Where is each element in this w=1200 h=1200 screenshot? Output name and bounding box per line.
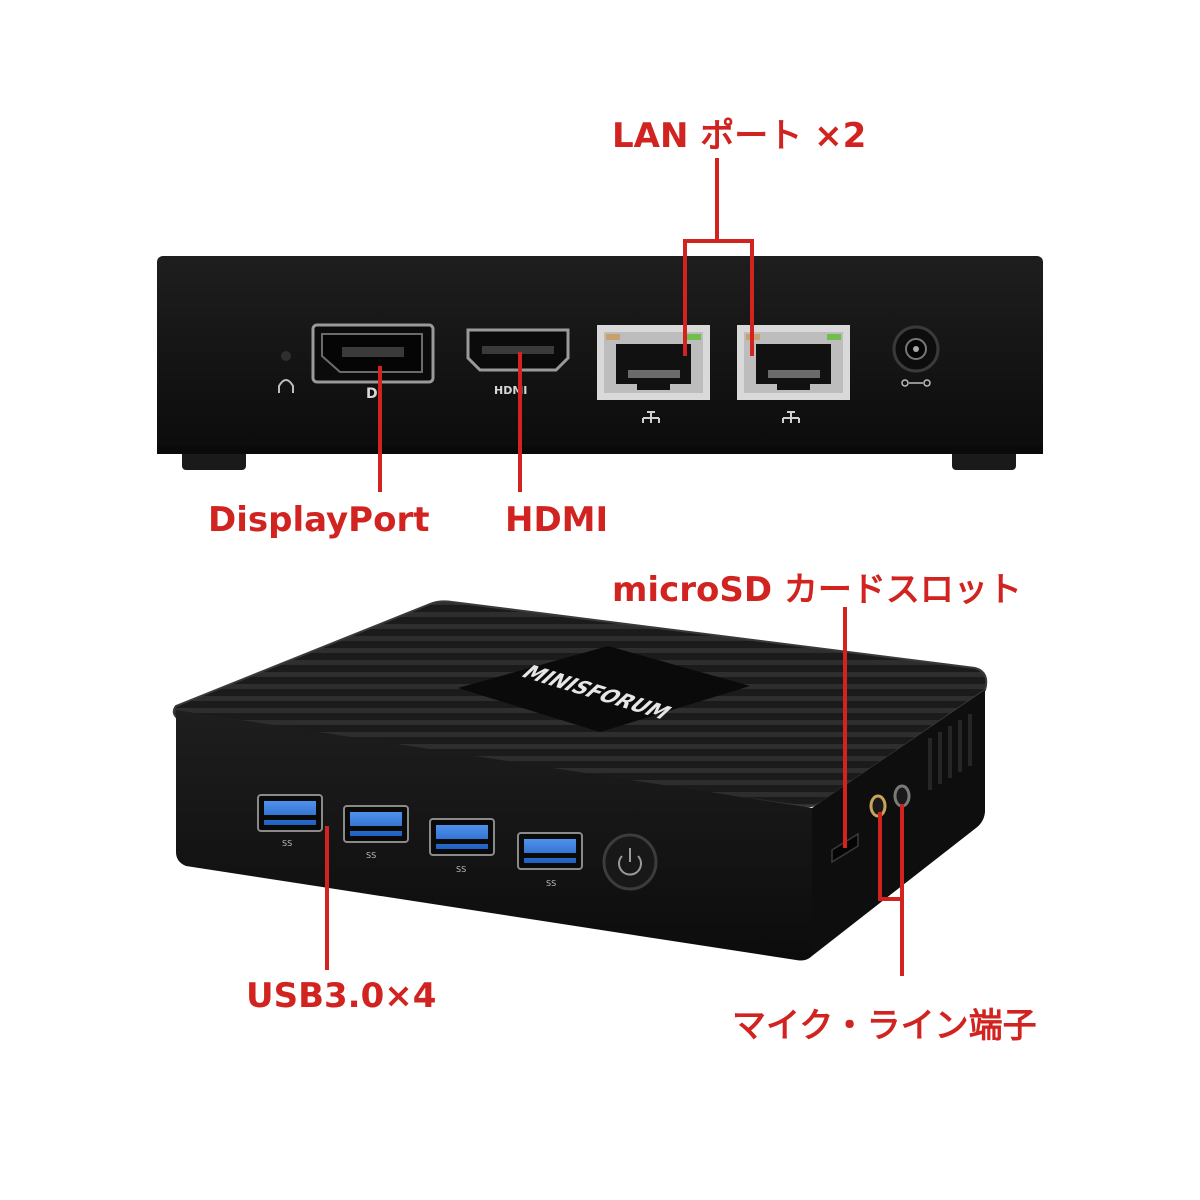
audio-leader — [878, 812, 904, 976]
usb-mark-3: SS — [456, 865, 466, 874]
usb-port-2 — [343, 805, 409, 843]
side-vents — [928, 714, 972, 790]
lan-port-2 — [737, 325, 850, 423]
displayport-port: D — [311, 323, 435, 402]
usb-mark-1: SS — [282, 839, 292, 848]
power-button — [602, 833, 658, 891]
displayport-label: DisplayPort — [208, 500, 430, 540]
dc-power-icon — [901, 379, 931, 387]
network-icon — [782, 411, 800, 423]
lan-port-label: LAN ポート ×2 — [612, 116, 867, 156]
leader-lines — [325, 158, 904, 976]
dp-mark: D — [366, 386, 378, 402]
lan-leader — [683, 158, 719, 356]
usb-port-1 — [257, 794, 323, 832]
power-icon — [618, 855, 642, 876]
hdmi-mark: HDMI — [494, 384, 527, 397]
audio-jacks-label: マイク・ライン端子 — [732, 1006, 1037, 1046]
network-icon — [642, 411, 660, 423]
hdmi-label: HDMI — [505, 500, 609, 540]
usb-mark-2: SS — [366, 851, 376, 860]
lan-port-1 — [597, 325, 710, 423]
audio-jack-hole — [281, 351, 291, 361]
dc-power-jack — [892, 325, 940, 387]
usb-port-4 — [517, 832, 583, 870]
usb-ports-label: USB3.0×4 — [246, 976, 437, 1016]
usb-port-3 — [429, 818, 495, 856]
front-view: MINISFORUM — [172, 600, 988, 961]
rear-view: D HDMI — [157, 256, 1043, 470]
line-jack — [893, 784, 911, 808]
logo-plate — [458, 646, 750, 732]
microsd-slot-label: microSD カードスロット — [612, 570, 1022, 610]
lan-leader-2 — [717, 239, 754, 356]
headphone-icon — [278, 379, 294, 393]
usb-mark-4: SS — [546, 879, 556, 888]
